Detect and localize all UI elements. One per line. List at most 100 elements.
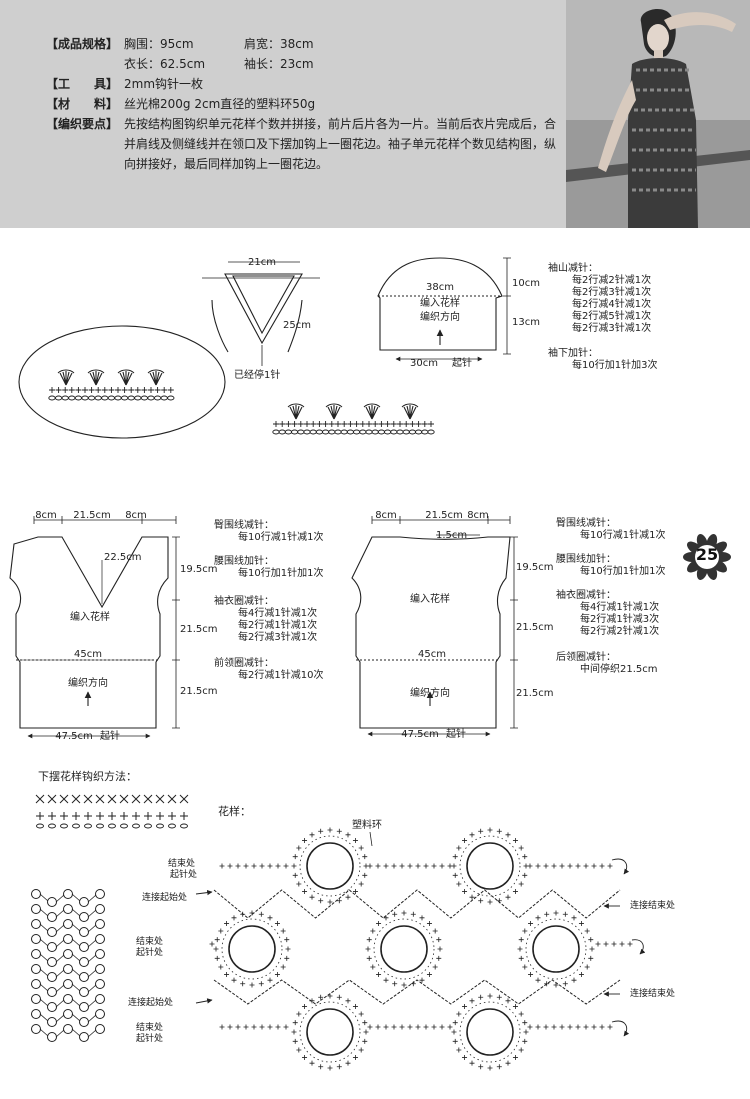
single-crochet — [49, 387, 55, 393]
single-crochet — [544, 981, 550, 987]
single-crochet — [318, 1064, 324, 1070]
shaping-title: 臀围线减针： — [556, 516, 616, 529]
single-crochet — [583, 1024, 589, 1030]
single-crochet — [437, 946, 443, 952]
single-crochet — [68, 387, 75, 393]
single-crochet — [403, 421, 410, 427]
single-crochet — [358, 881, 364, 887]
join-arrow — [195, 998, 213, 1004]
chain-stitch — [321, 429, 330, 435]
single-crochet — [156, 812, 164, 820]
single-crochet — [274, 921, 280, 927]
shaping-line: 每2行减2针减1次 — [580, 624, 659, 637]
bead-ring — [63, 1024, 73, 1034]
x-stitch — [95, 794, 105, 804]
single-crochet — [469, 998, 475, 1004]
single-crochet — [48, 812, 56, 820]
edging-oval — [18, 325, 226, 439]
shaping-title: 前领圈减针： — [214, 656, 274, 669]
bead-ring — [63, 964, 73, 974]
shell-fan — [401, 403, 419, 420]
single-crochet — [336, 994, 342, 1000]
plastic-ring — [532, 925, 580, 973]
single-crochet — [462, 888, 468, 894]
join-arrow — [195, 889, 213, 896]
chain-stitch — [383, 429, 392, 435]
single-crochet — [362, 1038, 368, 1044]
join-start-label-1: 连接起始处 — [142, 891, 187, 903]
single-crochet — [378, 421, 385, 427]
single-crochet — [274, 971, 280, 977]
single-crochet — [267, 977, 273, 983]
chain-stitch — [284, 429, 293, 435]
single-crochet — [415, 1024, 421, 1030]
shell-fan — [287, 403, 305, 420]
sleeve-value: 袖长：23cm — [244, 57, 314, 71]
single-crochet — [267, 1024, 273, 1030]
shell-fan — [117, 369, 135, 386]
sleeve-dec-line: 每2行减3针减1次 — [572, 285, 651, 298]
single-crochet — [535, 977, 541, 983]
sleeve-bottom: 30cm — [410, 358, 438, 369]
back-mid: 45cm — [418, 649, 446, 660]
single-crochet — [327, 1065, 333, 1071]
tool-value: 2mm钩针一枚 — [124, 77, 204, 91]
plastic-ring — [466, 1008, 514, 1056]
single-crochet — [128, 387, 135, 393]
single-crochet — [327, 827, 333, 833]
shaping-line: 每2行减1针减1次 — [238, 618, 317, 631]
bead-ring — [63, 949, 73, 959]
chain-stitch — [180, 823, 188, 829]
back-notes: 臀围线减针：每10行减1针减1次腰围线加针：每10行加1针加1次袖衣圈减针：每4… — [556, 516, 665, 675]
chain-stitch — [153, 395, 162, 401]
front-bottom: 47.5cm — [55, 731, 93, 742]
front-start: 起针 — [100, 729, 120, 742]
single-crochet — [518, 845, 524, 851]
chest-value: 胸围：95cm — [124, 37, 194, 51]
chain-stitch — [167, 395, 175, 401]
bead-ring — [95, 904, 105, 914]
chain-stitch — [60, 823, 68, 829]
x-stitch — [119, 794, 129, 804]
single-crochet — [528, 971, 534, 977]
single-crochet — [62, 387, 69, 393]
chain-stitch — [309, 429, 317, 435]
single-crochet — [141, 387, 148, 393]
single-crochet — [367, 1024, 373, 1030]
single-crochet — [451, 1029, 457, 1035]
chain-stitch — [334, 429, 342, 435]
single-crochet — [284, 937, 290, 943]
lattice-link — [87, 984, 97, 993]
single-crochet — [431, 863, 437, 869]
collar-piece — [202, 261, 320, 366]
single-crochet — [415, 863, 421, 869]
lattice-link — [55, 984, 65, 993]
bead-ring — [79, 897, 89, 907]
lattice-link — [39, 953, 49, 962]
single-crochet — [275, 1024, 281, 1030]
single-crochet — [249, 982, 255, 988]
lattice-link — [87, 1029, 97, 1038]
sleeve-h1: 10cm — [512, 278, 540, 289]
front-w3: 8cm — [125, 510, 147, 521]
single-crochet — [496, 1064, 502, 1070]
sleeve-inc-list: 每10行加1针加3次 — [572, 358, 657, 371]
sleeve-start: 起针 — [452, 356, 472, 369]
single-crochet — [284, 955, 290, 961]
single-crochet — [527, 863, 533, 869]
front-w1: 8cm — [35, 510, 57, 521]
single-crochet — [383, 977, 389, 983]
single-crochet — [478, 828, 484, 834]
single-crochet — [292, 854, 298, 860]
single-crochet — [302, 838, 308, 844]
x-stitch — [59, 794, 69, 804]
single-crochet — [273, 421, 279, 427]
single-crochet — [399, 863, 405, 869]
sleeve-direction: 编织方向 — [420, 310, 460, 323]
lattice-link — [71, 998, 81, 1007]
x-stitch — [83, 794, 93, 804]
tool-label: 【工 具】 — [46, 77, 119, 91]
single-crochet — [588, 937, 594, 943]
single-crochet — [218, 928, 224, 934]
